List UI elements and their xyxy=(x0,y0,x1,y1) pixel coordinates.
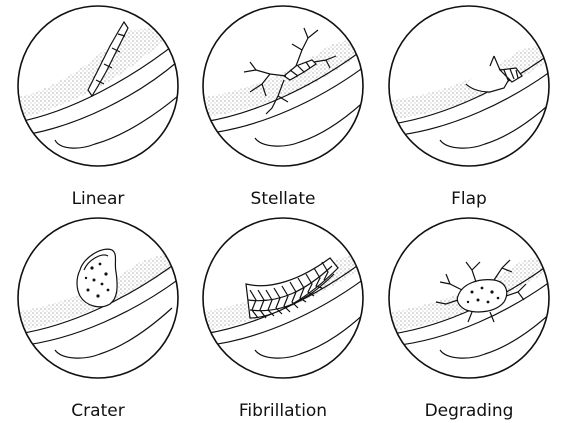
panel-flap: Flap xyxy=(389,6,558,209)
panel-label-fibrillation: Fibrillation xyxy=(239,401,327,421)
panel-label-stellate: Stellate xyxy=(251,189,316,209)
panel-label-linear: Linear xyxy=(72,189,125,209)
crater-lesion xyxy=(77,249,117,307)
joint-surface xyxy=(390,44,558,148)
joint-surface xyxy=(15,28,185,148)
panel-label-crater: Crater xyxy=(71,401,124,421)
panel-crater: Crater xyxy=(15,218,183,421)
panel-stellate: Stellate xyxy=(200,6,370,209)
joint-surface xyxy=(200,38,370,146)
panel-linear: Linear xyxy=(15,6,185,209)
panel-label-degrading: Degrading xyxy=(425,401,514,421)
panel-label-flap: Flap xyxy=(451,189,487,209)
panel-fibrillation: Fibrillation xyxy=(200,218,370,421)
panel-degrading: Degrading xyxy=(389,218,558,421)
